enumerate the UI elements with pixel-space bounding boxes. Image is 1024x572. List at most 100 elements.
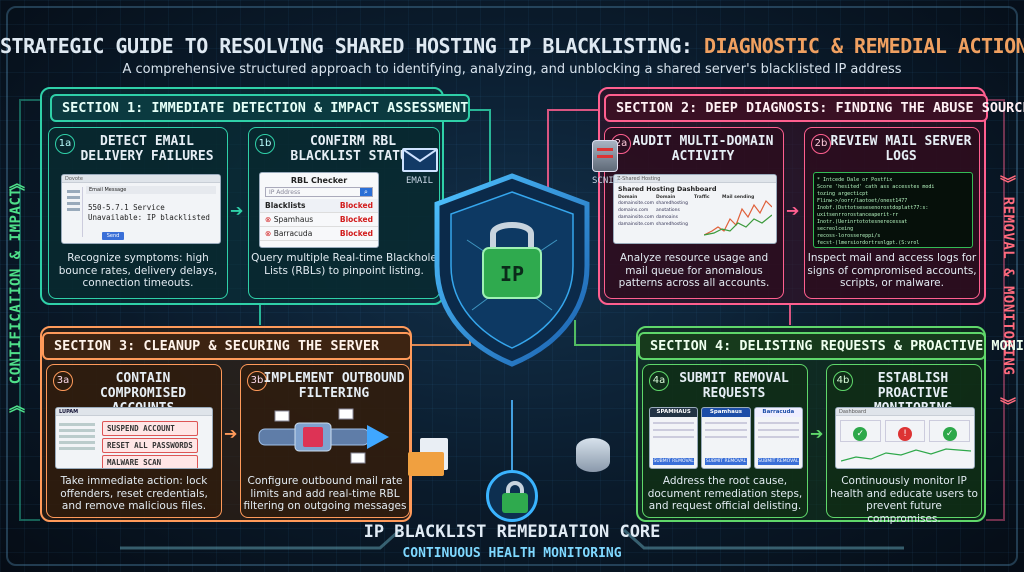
card-2a: 2a AUDIT MULTI-DOMAIN ACTIVITY Z-Shared …: [604, 127, 784, 299]
section-3: SECTION 3: CLEANUP & SECURING THE SERVER…: [40, 326, 412, 522]
ip-address-input[interactable]: IP Address: [269, 189, 301, 196]
section-1-header: SECTION 1: IMMEDIATE DETECTION & IMPACT …: [50, 94, 470, 122]
reset-passwords-button[interactable]: RESET ALL PASSWORDS: [102, 438, 198, 453]
arrow-right-icon: ➔: [810, 424, 824, 443]
column-header: Traffic: [694, 195, 710, 200]
rbl-checker-mock: RBL Checker IP Address ⌕ Blacklists Bloc…: [259, 172, 379, 248]
database-icon: [576, 438, 610, 472]
mock-title-bar: LUPAM: [56, 408, 212, 416]
section-2: SECTION 2: DEEP DIAGNOSIS: FINDING THE A…: [598, 87, 1024, 305]
malware-scan-button[interactable]: MALWARE SCAN: [102, 455, 198, 468]
log-line: Flinw->/oorr/laotoet/onest1477: [817, 198, 908, 204]
removal-form: Spamhaus SUBMIT REMOVAL: [701, 407, 751, 469]
error-icon: ⊗: [265, 215, 272, 224]
hosting-dashboard-mock: Z-Shared Hosting Shared Hosting Dashboar…: [613, 174, 777, 244]
rbl-name: Blacklists: [265, 201, 306, 210]
control-panel-mock: LUPAM SUSPEND ACCOUNT RESET ALL PASSWORD…: [55, 407, 213, 469]
suspend-account-button[interactable]: SUSPEND ACCOUNT: [102, 421, 198, 436]
chevron-down-icon-right-2: ︾: [1000, 396, 1017, 415]
rbl-checker-title: RBL Checker: [290, 176, 348, 185]
card-description: Analyze resource usage and mail queue fo…: [618, 252, 770, 289]
side-label-left-text: CONTIFICATION & IMPACT: [8, 187, 24, 385]
core-title: IP BLACKLIST REMEDIATION CORE: [363, 522, 661, 542]
rbl-row: ⊗ Spamhaus Blocked: [260, 213, 378, 227]
card-tag: 2b: [811, 134, 831, 154]
table-cell: damainsite.com: [618, 215, 655, 220]
rbl-row: ⊗ Barracuda Blocked: [260, 227, 378, 241]
ip-shield-icon: [434, 173, 590, 367]
email-label: EMAIL: [406, 176, 434, 186]
card-3a: 3a CONTAIN COMPROMISED ACCOUNTS LUPAM SU…: [46, 364, 222, 518]
card-description: Inspect mail and access logs for signs o…: [807, 252, 977, 289]
check-icon: ✓: [840, 420, 881, 442]
server-scan-icon: [592, 140, 618, 172]
log-line: * Intcede Dale or Postfix: [817, 177, 893, 183]
table-cell: domainsite.com: [618, 201, 655, 206]
card-title: CONFIRM RBL BLACKLIST STATUS: [290, 134, 416, 164]
card-title: SUBMIT REMOVAL REQUESTS: [679, 371, 789, 401]
card-title: REVIEW MAIL SERVER LOGS: [830, 134, 972, 164]
arrow-right-icon: ➔: [786, 201, 800, 220]
email-client-mock: Dovote Email Message 550-5.7.1 Service U…: [61, 174, 221, 244]
section-4-header: SECTION 4: DELISTING REQUESTS & PROACTIV…: [638, 332, 1024, 360]
submit-removal-button[interactable]: SUBMIT REMOVAL: [653, 458, 695, 465]
section-3-header: SECTION 3: CLEANUP & SECURING THE SERVER: [42, 332, 412, 360]
error-icon: ⊗: [265, 229, 272, 238]
mock-title-bar: Z-Shared Hosting: [614, 175, 776, 183]
arrow-right-icon: ➔: [224, 424, 238, 443]
removal-form: Barracuda SUBMIT REMOVAL: [753, 407, 803, 469]
title-main: STRATEGIC GUIDE TO RESOLVING SHARED HOST…: [0, 34, 693, 58]
chevron-up-icon-left: ︽: [9, 174, 26, 193]
mock-title-bar: Dashboard: [836, 408, 974, 416]
send-button[interactable]: Send: [102, 232, 124, 240]
card-tag: 1b: [255, 134, 275, 154]
email-icon: [402, 148, 438, 172]
card-description: Continuously monitor IP health and educa…: [830, 475, 978, 525]
mail-log-terminal: * Intcede Dale or Postfix Score 'hesited…: [813, 172, 973, 248]
rbl-name: ⊗ Barracuda: [265, 229, 312, 238]
card-1a: 1a DETECT EMAIL DELIVERY FAILURES Dovote…: [48, 127, 228, 299]
rbl-status: Blocked: [339, 201, 373, 210]
submit-removal-button[interactable]: SUBMIT REMOVAL: [705, 458, 747, 465]
brand-label: Barracuda: [754, 408, 802, 417]
column-header: Domain: [618, 195, 638, 200]
title-accent: DIAGNOSTIC & REMEDIAL ACTIONS: [704, 34, 1024, 58]
removal-forms: SPAMHAUS SUBMIT REMOVAL Spamhaus SUBMIT …: [649, 407, 803, 469]
log-line: Inotr.(Uerinrtototesnerecessat: [817, 219, 908, 225]
traffic-sparkline: [704, 199, 772, 236]
card-tag: 4a: [649, 371, 669, 391]
card-4b: 4b ESTABLISH PROACTIVE MONITORING Dashbo…: [826, 364, 982, 525]
section-4: SECTION 4: DELISTING REQUESTS & PROACTIV…: [636, 326, 1024, 525]
log-line: uxitsenrrorostanceaperit-rr: [817, 212, 899, 218]
table-row: damainsite.com sharedhosting: [614, 221, 776, 228]
chevron-up-icon-left-2: ︽: [9, 396, 26, 415]
health-sparkline: [841, 448, 971, 462]
log-line: tozing argecticpt: [817, 191, 869, 197]
card-title: DETECT EMAIL DELIVERY FAILURES: [80, 134, 214, 164]
brand-label: Spamhaus: [702, 408, 750, 417]
dashboard-title: Shared Hosting Dashboard: [618, 185, 717, 193]
log-line: fecst-(lmersiordortrsnlgpt.(S:vrol: [817, 240, 920, 246]
card-title: AUDIT MULTI-DOMAIN ACTIVITY: [632, 134, 774, 164]
scnr-label: SCNIR: [592, 176, 620, 186]
shield-ip-label: IP: [499, 262, 525, 286]
rbl-name-text: Spamhaus: [273, 215, 314, 224]
arrow-right-icon: ➔: [230, 201, 244, 220]
card-title: IMPLEMENT OUTBOUND FILTERING: [263, 371, 405, 401]
brand-label: SPAMHAUS: [650, 408, 698, 417]
mock-title-bar: Dovote: [62, 175, 220, 183]
log-line: recoss-lorossereppi/s: [817, 233, 881, 239]
table-row: domainsite.com sharedhosting: [614, 200, 776, 207]
log-line: Inobf.(Dsttotsesesenorostdoplatt77:s:: [817, 205, 929, 211]
rbl-row: Blacklists Blocked: [260, 199, 378, 213]
submit-removal-button[interactable]: SUBMIT REMOVAL: [757, 458, 799, 465]
card-description: Recognize symptoms: high bounce rates, d…: [58, 252, 218, 289]
table-cell: damainsite.com: [618, 222, 655, 227]
table-cell: damoains: [656, 215, 678, 220]
search-icon[interactable]: ⌕: [360, 188, 372, 196]
rbl-name: ⊗ Spamhaus: [265, 215, 313, 224]
section-1: SECTION 1: IMMEDIATE DETECTION & IMPACT …: [40, 87, 470, 305]
card-tag: 4b: [833, 371, 853, 391]
card-3b: 3b IMPLEMENT OUTBOUND FILTERING Configur…: [240, 364, 410, 518]
table-cell: domains.com: [618, 208, 649, 213]
